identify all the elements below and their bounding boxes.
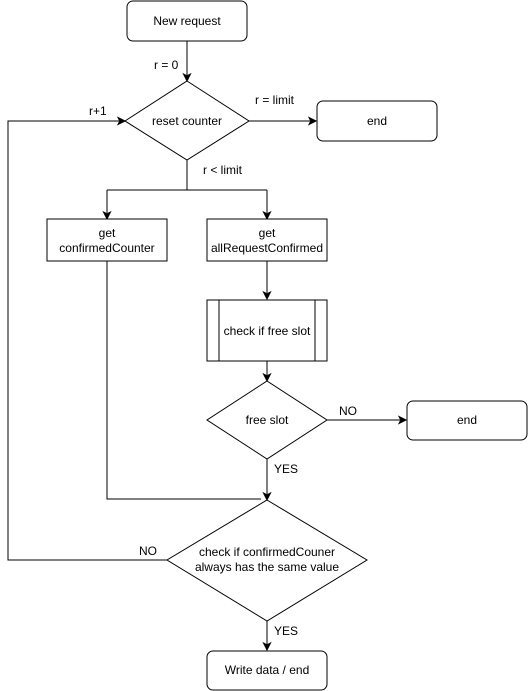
node-label: get <box>259 226 276 240</box>
node-label: allRequestConfirmed <box>211 241 323 255</box>
node-label: Write data / end <box>225 663 310 677</box>
node-free-slot: free slot <box>206 380 328 460</box>
node-label: get <box>99 226 116 240</box>
node-reset-counter: reset counter <box>124 80 250 161</box>
node-label: New request <box>153 14 221 28</box>
node-label: end <box>457 413 477 427</box>
arrowhead <box>262 641 272 652</box>
arrowhead <box>116 116 127 126</box>
edge-label-no-same: NO <box>139 544 157 558</box>
arrowhead <box>262 372 272 383</box>
node-label: always has the same value <box>195 560 339 574</box>
node-label: end <box>367 114 387 128</box>
arrowhead <box>262 491 272 502</box>
node-end-middle: end <box>406 400 528 441</box>
node-label: check if confirmedCouner <box>199 545 335 559</box>
node-new-request: New request <box>126 0 248 42</box>
node-check-same-value: check if confirmedCouner always has the … <box>166 499 368 622</box>
arrowhead <box>102 210 112 221</box>
edge-label-yes-free: YES <box>274 462 298 476</box>
node-end-top: end <box>316 100 438 142</box>
arrowhead <box>262 210 272 221</box>
edge-label-r-limit: r = limit <box>255 93 295 107</box>
arrowhead <box>262 290 272 301</box>
node-label: confirmedCounter <box>59 241 154 255</box>
edge-label-yes-same: YES <box>274 624 298 638</box>
arrowhead <box>397 415 408 425</box>
arrowhead <box>307 116 318 126</box>
node-write-data: Write data / end <box>206 650 328 691</box>
edge-loop-back <box>7 120 167 561</box>
edge-label-r-plus-one: r+1 <box>89 104 107 118</box>
edge-label-no-free: NO <box>339 404 357 418</box>
node-get-confirmed-counter: get confirmedCounter <box>46 218 168 262</box>
node-label: free slot <box>246 413 289 427</box>
node-get-all-request-confirmed: get allRequestConfirmed <box>206 218 328 262</box>
node-check-if-free-slot: check if free slot <box>206 299 328 362</box>
edge-reset-to-split <box>106 160 268 213</box>
edge-get-confirmed-to-merge <box>106 261 261 500</box>
edge-label-r-less-limit: r < limit <box>203 163 243 177</box>
node-label: reset counter <box>152 114 222 128</box>
arrowhead <box>182 72 192 83</box>
node-label: check if free slot <box>224 324 311 338</box>
edge-label-r-zero: r = 0 <box>154 58 179 72</box>
